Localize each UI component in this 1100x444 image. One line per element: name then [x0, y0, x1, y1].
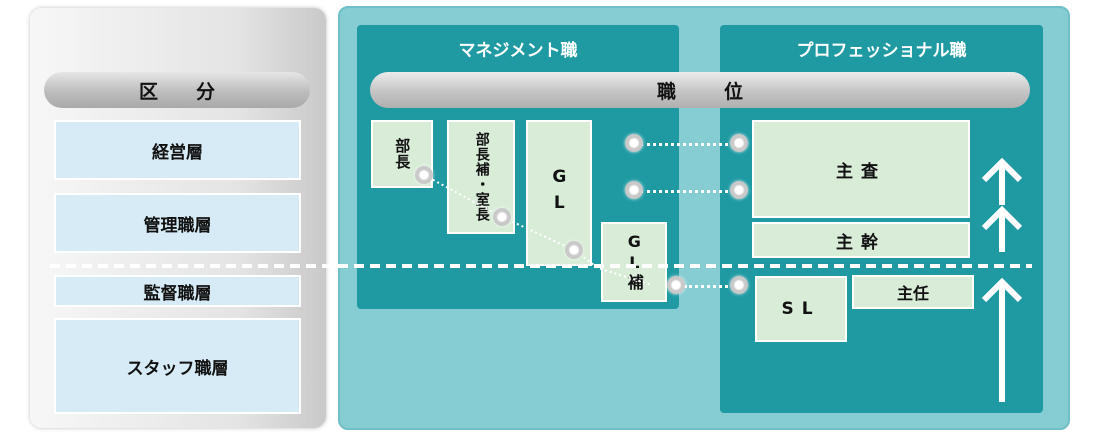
position-buchoho-shitsucho: 部長補・室長 — [447, 120, 515, 234]
node-dot — [625, 181, 643, 199]
position-header: 職位 — [370, 72, 1030, 108]
position-bucho-label: 部長 — [393, 138, 412, 170]
position-shukan: 主幹 — [752, 222, 970, 258]
node-dot — [565, 241, 583, 259]
arrow-up-icon-3 — [981, 277, 1023, 402]
level-supervisor: 監督職層 — [54, 275, 301, 307]
position-sl: SL — [755, 276, 847, 342]
position-gl-label: GL — [549, 167, 570, 219]
node-dot — [625, 134, 643, 152]
connector-glho-sl — [684, 285, 740, 288]
node-dot — [730, 276, 748, 294]
position-buchoho-label: 部長補・室長 — [473, 132, 490, 222]
node-dot — [730, 134, 748, 152]
position-gl: GL — [526, 120, 592, 266]
position-shunin: 主任 — [852, 275, 974, 309]
management-track-title: マネジメント職 — [458, 41, 578, 61]
arrow-up-icon — [981, 157, 1023, 205]
level-manager: 管理職層 — [54, 193, 301, 253]
promotion-staircase-line — [423, 174, 653, 286]
arrow-up-icon-2 — [981, 205, 1023, 252]
node-dot — [493, 208, 511, 226]
level-staff: スタッフ職層 — [54, 318, 301, 414]
node-dot — [730, 181, 748, 199]
position-gl-ho: GL補 — [601, 222, 667, 302]
node-dot — [667, 276, 685, 294]
position-shusa: 主査 — [752, 120, 970, 218]
classification-header: 区分 — [44, 72, 310, 108]
professional-track-title: プロフェッショナル職 — [796, 41, 967, 61]
connector-gl-shusa-2 — [640, 190, 740, 193]
level-executive: 経営層 — [54, 120, 301, 180]
node-dot — [415, 166, 433, 184]
connector-gl-shusa — [640, 143, 740, 146]
